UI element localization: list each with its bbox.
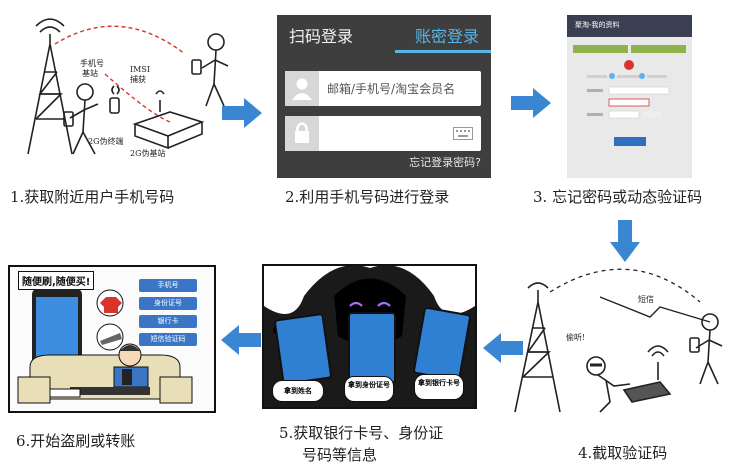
user-icon	[285, 71, 319, 106]
arrow-down-icon	[610, 220, 640, 262]
cell-tower-icon	[27, 18, 73, 155]
note-capture: 捕获	[130, 74, 146, 84]
lock-icon	[285, 116, 319, 151]
note-imsi: IMSI	[130, 65, 150, 74]
panel-verify-code-screen: 聚淘-我的资料	[567, 15, 692, 178]
step-5-label: 5.获取银行卡号、身份证	[279, 424, 444, 442]
phone-title: 聚淘-我的资料	[575, 21, 620, 29]
note-eavesdrop: 偷听!	[566, 332, 585, 342]
person-on-sofa-illustration	[17, 343, 193, 404]
tab-password-login[interactable]: 账密登录	[414, 27, 479, 46]
panel-steal-info: 拿到姓名 拿到身份证号 拿到银行卡号	[262, 264, 477, 409]
step-4-label: 4.截取验证码	[578, 444, 668, 462]
note-sms: 短信	[638, 294, 654, 304]
panel-login-screen: 扫码登录 账密登录 邮箱/手机号/淘宝会员名 忘记登录密码?	[277, 15, 491, 178]
arrow-left-icon	[483, 333, 523, 363]
active-tab-indicator	[395, 50, 491, 53]
note-base-station: 基站	[82, 68, 98, 78]
arrow-right-icon	[222, 98, 262, 128]
bubble-id-number: 拿到身份证号	[344, 376, 394, 402]
keyboard-icon[interactable]	[453, 127, 473, 140]
pill-bank-card: 银行卡	[139, 315, 197, 328]
verify-form-mock	[573, 45, 686, 146]
hacker-person-icon	[586, 356, 672, 413]
step-6-label: 6.开始盗刷或转账	[16, 432, 136, 450]
username-placeholder: 邮箱/手机号/淘宝会员名	[327, 82, 456, 96]
panel-fake-base-station: 手机号 基站 IMSI 捕获 2G伪终端 2G伪基站	[27, 18, 229, 158]
step-3-label: 3. 忘记密码或动态验证码	[533, 188, 703, 206]
user-with-phone-icon	[63, 83, 99, 155]
username-field[interactable]: 邮箱/手机号/淘宝会员名	[285, 71, 481, 106]
phone-title-bar: 聚淘-我的资料	[567, 15, 692, 37]
arrow-right-icon	[511, 88, 551, 118]
banner-spend-freely: 随便刷,随便买!	[18, 271, 95, 290]
pill-id-number: 身份证号	[139, 297, 197, 310]
note-fake-station: 2G伪基站	[130, 148, 165, 158]
step-1-label: 1.获取附近用户手机号码	[10, 188, 175, 206]
antenna-icon	[647, 345, 669, 380]
small-phone-icon	[109, 85, 120, 114]
pill-sms-code: 短信验证码	[139, 333, 197, 346]
step-5-label-line2: 号码等信息	[302, 446, 378, 464]
arrow-left-icon	[221, 325, 261, 355]
password-field[interactable]	[285, 116, 481, 151]
bubble-bank-card: 拿到银行卡号	[414, 374, 464, 400]
bubble-name: 拿到姓名	[272, 380, 324, 402]
stolen-phone-center	[348, 312, 396, 384]
step-2-label: 2.利用手机号码进行登录	[285, 188, 450, 206]
note-fake-terminal: 2G伪终端	[88, 136, 123, 146]
panel-sms-intercept: 短信 偷听!	[514, 268, 723, 413]
stolen-phone-left	[273, 312, 333, 386]
forgot-password-link[interactable]: 忘记登录密码?	[409, 156, 481, 169]
tab-scan-login[interactable]: 扫码登录	[289, 27, 354, 46]
panel-fraud-transfer: 随便刷,随便买! 手机号 身份证号 银行卡 短信验证码	[8, 265, 216, 413]
cell-tower-icon	[514, 282, 561, 413]
victim-person-icon	[689, 313, 723, 385]
fake-station-box-icon	[132, 90, 205, 150]
note-phone-number: 手机号	[80, 58, 104, 68]
victim-person-icon	[191, 33, 229, 107]
pill-phone-number: 手机号	[139, 279, 197, 292]
login-tabs: 扫码登录 账密登录	[277, 15, 491, 53]
